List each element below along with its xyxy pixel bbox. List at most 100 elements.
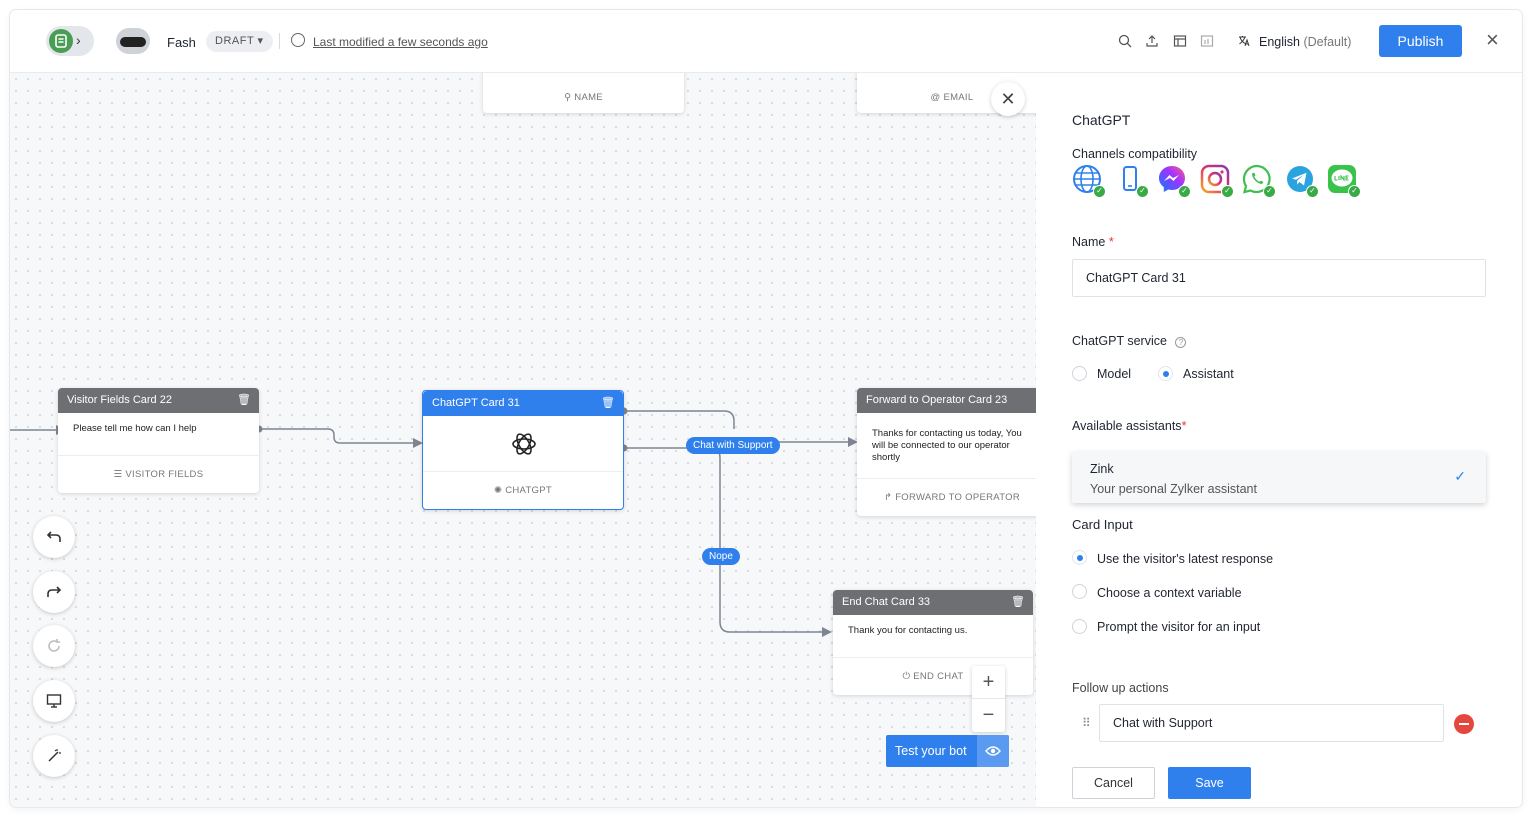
trash-icon[interactable]: 🗑	[601, 397, 615, 409]
card-footer-label: EMAIL	[943, 92, 974, 103]
required-marker: *	[1108, 235, 1114, 249]
zoom-in-button[interactable]: +	[972, 666, 1005, 699]
analytics-icon[interactable]	[1200, 34, 1214, 48]
eye-icon[interactable]	[977, 735, 1009, 767]
edge-label-chat-with-support[interactable]: Chat with Support	[686, 437, 780, 454]
service-label-text: ChatGPT service	[1072, 334, 1167, 348]
user-icon: ⚲	[564, 92, 572, 103]
openai-small-icon: ✺	[493, 485, 503, 496]
card-input-prompt-label: Prompt the visitor for an input	[1097, 620, 1261, 634]
card-title: End Chat Card 33	[842, 596, 931, 608]
card-footer: ⚲ NAME	[483, 83, 684, 113]
app-switcher[interactable]: ›	[46, 26, 94, 56]
card-input-prompt-radio[interactable]	[1072, 619, 1087, 634]
properties-panel: ChatGPT Channels compatibility ✓ ✓ ✓ ✓ ✓	[1036, 73, 1522, 807]
visitor-fields-card[interactable]: Visitor Fields Card 22🗑 Please tell me h…	[58, 388, 259, 493]
flow-canvas[interactable]: ⚲ NAME @ EMAIL Visitor Fields Card 22🗑 P…	[10, 73, 1036, 807]
panel-title: ChatGPT	[1072, 112, 1131, 128]
name-card[interactable]: ⚲ NAME	[483, 73, 684, 113]
service-label: ChatGPT service ?	[1072, 334, 1187, 348]
card-header: Visitor Fields Card 22🗑	[58, 388, 259, 413]
app-icon	[49, 29, 73, 53]
assistants-label-text: Available assistants	[1072, 419, 1182, 433]
close-panel-button[interactable]: ✕	[991, 82, 1025, 116]
drag-handle-icon[interactable]: ⠿	[1082, 716, 1091, 730]
card-footer: ✺ CHATGPT	[423, 471, 623, 509]
name-label: Name *	[1072, 235, 1114, 249]
name-label-text: Name	[1072, 235, 1106, 249]
card-title: ChatGPT Card 31	[432, 397, 520, 409]
card-input-context-radio[interactable]	[1072, 584, 1087, 599]
card-footer: @ EMAIL	[857, 83, 1036, 113]
test-bot-button[interactable]: Test your bot	[886, 735, 1009, 767]
end-chat-card[interactable]: End Chat Card 33 🗑 Thank you for contacti…	[833, 590, 1033, 695]
website-icon: ✓	[1072, 164, 1106, 198]
service-assistant-radio[interactable]	[1158, 366, 1173, 381]
whatsapp-icon: ✓	[1242, 164, 1276, 198]
follow-up-input[interactable]: Chat with Support	[1099, 704, 1444, 742]
card-input-latest-radio[interactable]	[1072, 550, 1087, 565]
card-body: Thanks for contacting us today, You will…	[872, 428, 1022, 463]
zoom-out-button[interactable]: −	[982, 704, 995, 726]
card-footer: ☰ VISITOR FIELDS	[58, 455, 259, 493]
card-footer-label: VISITOR FIELDS	[125, 469, 204, 480]
service-model-radio[interactable]	[1072, 366, 1087, 381]
card-footer-label: CHATGPT	[505, 485, 552, 496]
channels-label: Channels compatibility	[1072, 147, 1198, 161]
search-icon[interactable]	[1118, 34, 1132, 48]
upload-icon[interactable]	[1145, 34, 1159, 48]
divider	[279, 33, 280, 49]
edge-label-nope[interactable]: Nope	[702, 548, 740, 565]
publish-button[interactable]: Publish	[1379, 25, 1462, 57]
bot-avatar	[116, 28, 150, 54]
messenger-icon: ✓	[1157, 164, 1191, 198]
history-icon[interactable]	[291, 33, 305, 47]
save-button[interactable]: Save	[1168, 767, 1251, 799]
card-body: Please tell me how can I help	[73, 423, 197, 434]
layout-icon[interactable]	[1173, 34, 1187, 48]
forward-operator-card[interactable]: Forward to Operator Card 23 Thanks for c…	[857, 388, 1036, 516]
card-footer-label: FORWARD TO OPERATOR	[895, 492, 1021, 503]
chatgpt-card[interactable]: ChatGPT Card 31 🗑 ✺ CHATGPT	[422, 390, 624, 510]
check-icon: ✓	[1454, 468, 1466, 484]
refresh-button[interactable]	[33, 625, 75, 667]
redo-button[interactable]	[33, 571, 75, 613]
help-icon[interactable]: ?	[1175, 337, 1187, 348]
zoom-controls: + −	[972, 666, 1005, 732]
card-footer: ↱ FORWARD TO OPERATOR	[857, 478, 1036, 516]
line-icon: ✓	[1327, 164, 1361, 198]
name-input[interactable]: ChatGPT Card 31	[1072, 259, 1486, 297]
assistant-option-selected[interactable]: Zink Your personal Zylker assistant ✓	[1072, 452, 1486, 503]
telegram-icon: ✓	[1285, 164, 1319, 198]
preview-button[interactable]	[33, 680, 75, 722]
card-header: End Chat Card 33 🗑	[833, 590, 1033, 615]
chevron-right-icon: ›	[76, 32, 81, 48]
card-footer: ⏻ END CHAT	[833, 657, 1033, 695]
assistant-description: Your personal Zylker assistant	[1090, 482, 1257, 496]
at-icon: @	[930, 92, 941, 103]
card-footer-label: END CHAT	[913, 671, 964, 682]
openai-icon	[510, 430, 538, 463]
card-body: Thank you for contacting us.	[848, 625, 968, 636]
service-assistant-label: Assistant	[1183, 367, 1234, 381]
last-modified-link[interactable]: Last modified a few seconds ago	[313, 35, 488, 49]
cancel-button[interactable]: Cancel	[1072, 767, 1155, 799]
close-icon[interactable]: ×	[1486, 27, 1499, 52]
undo-button[interactable]	[33, 516, 75, 558]
language-selector[interactable]: English (Default)	[1259, 35, 1351, 49]
trash-icon[interactable]: 🗑	[1011, 596, 1025, 608]
magic-button[interactable]	[33, 735, 75, 777]
trash-icon[interactable]: 🗑	[237, 394, 251, 406]
status-badge[interactable]: DRAFT ▾	[206, 31, 273, 52]
instagram-icon: ✓	[1200, 164, 1234, 198]
mobile-icon: ✓	[1115, 164, 1149, 198]
language-name: English	[1259, 35, 1300, 49]
card-input-latest-label: Use the visitor's latest response	[1097, 552, 1274, 566]
assistants-label: Available assistants*	[1072, 419, 1186, 433]
remove-action-button[interactable]	[1454, 714, 1474, 734]
bot-name: Fash	[167, 35, 196, 50]
language-default: (Default)	[1303, 35, 1352, 49]
card-title: Forward to Operator Card 23	[866, 394, 1008, 406]
card-input-context-label: Choose a context variable	[1097, 586, 1242, 600]
card-header: Forward to Operator Card 23	[857, 388, 1036, 413]
